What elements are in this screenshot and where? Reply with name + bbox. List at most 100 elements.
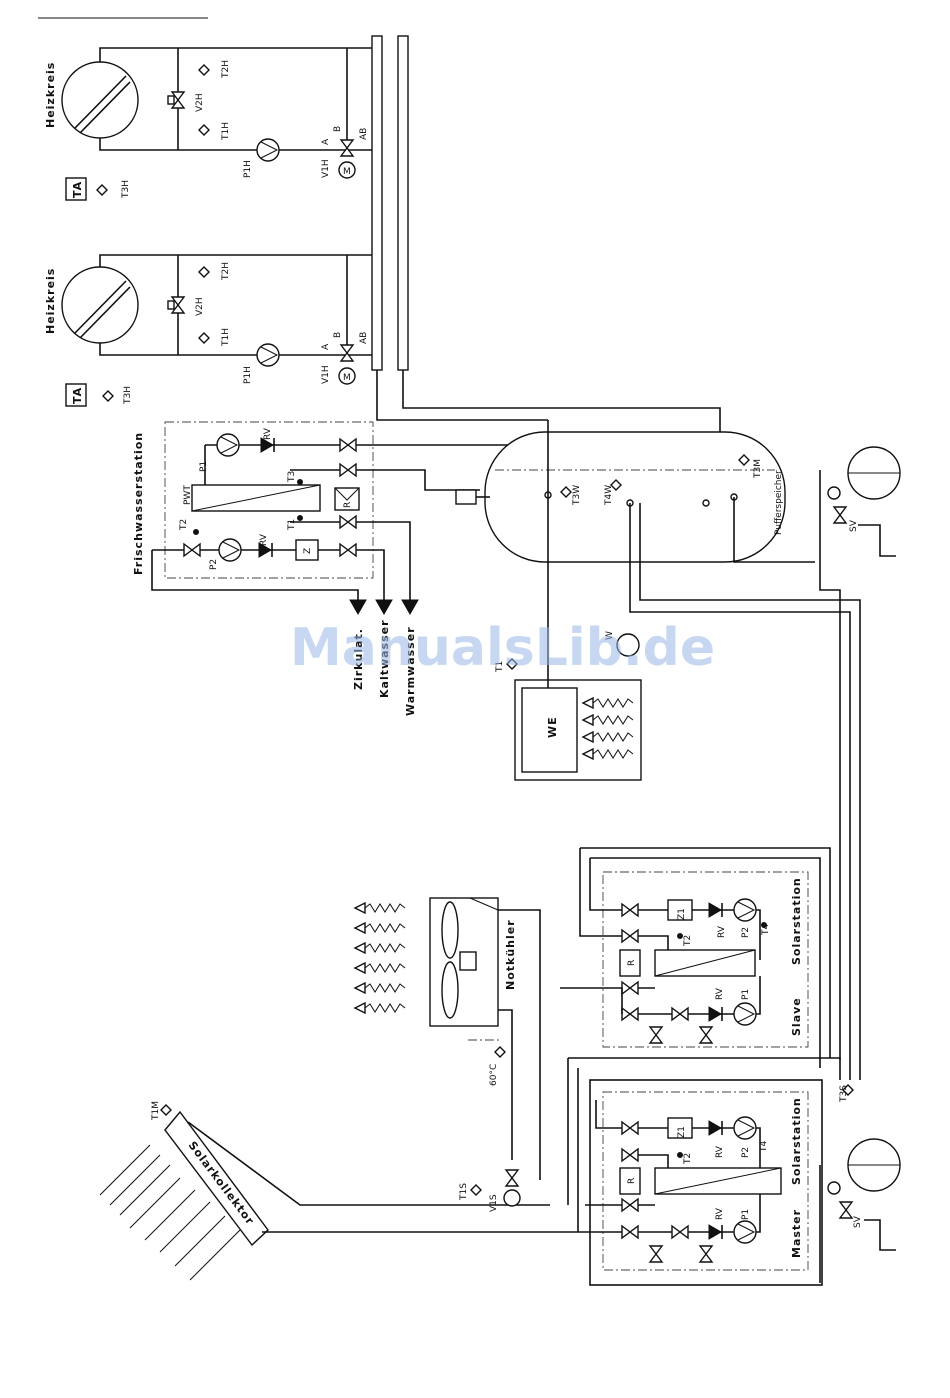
slave-drain-valve-2 [699,1026,713,1044]
t1s-sensor-icon [470,1184,482,1196]
fw-valve-5 [183,543,201,557]
fw-valve-1 [339,438,357,452]
slave-p2-pump-icon [733,898,757,922]
fw-p2-pump-icon [218,538,242,562]
t4w-label: T4W [604,485,614,506]
fw-t1-label: T1 [287,519,297,531]
port-a-label: A [321,138,331,145]
port-ab-label: AB [359,128,369,140]
solar-station-slave [560,847,831,1068]
fresh-water-station [151,433,548,616]
master-rv-label: RV [715,1145,725,1158]
fw-pwt-label: PWT [183,485,193,505]
master-rv-check-icon [708,1120,723,1136]
fw-t3-label: T3 [287,471,297,483]
ta-sensor-box [65,177,87,201]
cooler-60c-sensor-icon [494,1046,506,1058]
port-b-label-lower: B [333,332,343,338]
cooler-temp-label: 60°C [489,1064,499,1086]
slave-rv-label: RV [717,925,727,938]
master-valve-4 [621,1225,639,1239]
slave-rv-check-icon [708,902,723,918]
slave-r-box [619,949,641,977]
slave-r-label: R [627,960,637,966]
collector-label: Solarkollektor [186,1139,257,1228]
manifold-supply [371,35,383,371]
t3h-sensor-icon-lower [102,390,114,402]
slave-t2-label: T2 [683,935,693,947]
slave-valve-5 [671,1007,689,1021]
sv-label-upper: SV [849,519,859,532]
expansion-lower [819,1138,901,1283]
manifold-return [397,35,409,371]
slave-station-label: Solarstation [790,877,803,965]
fw-valve-4 [339,543,357,557]
port-b-label: B [333,126,343,132]
cold-water-label: Kaltwasser [378,619,391,698]
v2h-label: V2H [195,93,205,112]
solar-station-master [567,1057,841,1263]
master-z1-box [667,1117,693,1139]
master-r-box [619,1167,641,1195]
v1s-valve [505,1169,519,1187]
slave-valve-1 [621,903,639,917]
slave-rv-check-icon-2 [708,1006,723,1022]
w-label: W [605,631,615,640]
slave-valve-4 [621,1007,639,1021]
t3s-label: T3S [839,1085,849,1103]
v1s-label: V1S [489,1194,499,1212]
collector-sun-waves [99,1144,241,1281]
emergency-cooler [354,897,541,1180]
sv-safety-valve-upper [833,506,847,524]
master-valve-5 [671,1225,689,1239]
t3h-sensor-icon [96,184,108,196]
boiler-t1-label: T1 [495,661,505,673]
master-p2-label: P2 [741,1147,751,1158]
cooler-wave-1 [354,902,406,914]
svg-text:M: M [343,373,351,383]
master-valve-2 [621,1148,639,1162]
master-p2-pump-icon [733,1116,757,1140]
cooler-wave-2 [354,922,406,934]
radiator-lower [61,266,139,344]
t1m-sensor-icon [160,1104,172,1116]
slave-z1-label: Z1 [677,908,687,920]
master-drain-valve-2 [699,1245,713,1263]
warm-water-label: Warmwasser [404,626,417,716]
t1h-label: T1H [221,122,231,141]
t1m-label: T1M [151,1101,161,1121]
heating-circuit-upper: M [61,47,372,201]
solar-collector [99,1104,585,1281]
expansion-upper [827,446,901,557]
slave-rv-label-2: RV [715,987,725,1000]
slave-valve-3 [621,981,639,995]
buffer-label: Pufferspeicher [774,470,784,535]
p1h-label: P1H [243,160,253,178]
cooler-wave-3 [354,942,406,954]
sv-safety-valve-lower [839,1201,853,1219]
master-valve-3 [621,1198,639,1212]
boiler-we-box [521,687,578,773]
t3m-label: T3M [753,459,763,479]
boiler [506,633,642,781]
cooler-body [429,897,499,1027]
master-valve-1 [621,1121,639,1135]
master-r-label: R [627,1178,637,1184]
fw-t2-label: T2 [179,519,189,531]
fw-rv-label-2: RV [259,533,269,546]
ta-label-lower: TA [71,387,84,404]
master-t2-label: T2 [683,1153,693,1165]
fw-p2-label: P2 [209,559,219,570]
port-a-label-lower: A [321,343,331,350]
sv-label-lower: SV [853,1215,863,1228]
p1h-pump-icon-lower [256,343,280,367]
fresh-water-station-frame [164,421,374,579]
solar-master-inner-frame [602,1091,809,1271]
radiator-upper [61,61,139,139]
fw-valve-2 [339,463,357,477]
t2h-sensor-icon-lower [198,266,210,278]
collector-panel [164,1110,269,1247]
master-role-label: Master [790,1209,803,1258]
slave-drain-valve-1 [649,1026,663,1044]
v1h-label-lower: V1H [321,365,331,384]
